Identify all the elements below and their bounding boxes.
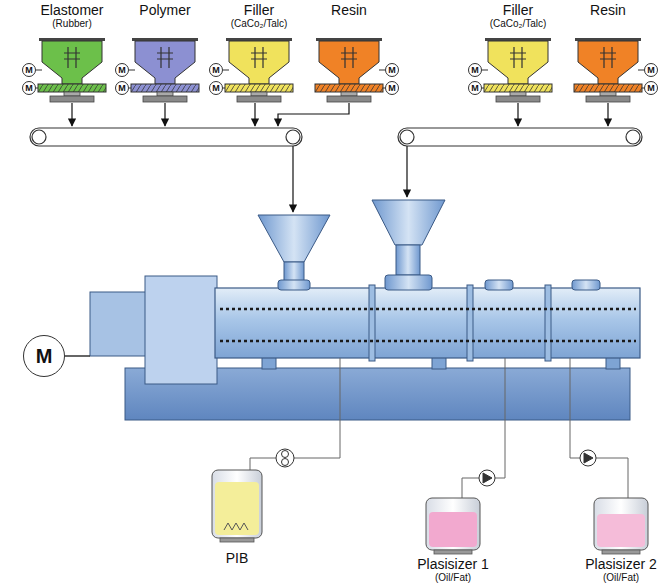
motor-symbol: M	[209, 63, 223, 77]
feeder-label: Filler(CaCo₂/Talc)	[476, 2, 560, 30]
feeder-label: Polymer	[123, 2, 207, 18]
material-name: Polymer	[123, 2, 207, 18]
motor-symbol: M	[23, 335, 65, 377]
motor-letter: M	[647, 84, 655, 93]
tank-label: Plasisizer 2(Oil/Fat)	[576, 498, 666, 584]
material-name: Resin	[307, 2, 391, 18]
material-name: Filler	[476, 2, 560, 18]
motor-symbol: M	[385, 63, 399, 77]
motor-letter: M	[388, 66, 396, 75]
feeder-label: Resin	[307, 2, 391, 18]
feeder-label: Resin	[566, 2, 650, 18]
motor-letter: M	[212, 66, 220, 75]
tank-label: PIB	[205, 470, 269, 566]
material-note: (CaCo₂/Talc)	[217, 18, 301, 30]
material-name: Plasisizer 2	[576, 556, 666, 572]
motor-letter: M	[388, 84, 396, 93]
motor-letter: M	[212, 84, 220, 93]
material-name: Plasisizer 1	[408, 556, 498, 572]
material-name: Filler	[217, 2, 301, 18]
material-note: (Oil/Fat)	[408, 572, 498, 584]
motor-symbol: M	[22, 81, 36, 95]
motor-letter: M	[118, 66, 126, 75]
motor-symbol: M	[644, 63, 658, 77]
motor-letter: M	[25, 84, 33, 93]
motor-symbol: M	[22, 63, 36, 77]
motor-letter: M	[25, 66, 33, 75]
motor-symbol: M	[115, 81, 129, 95]
feeder-label: Filler(CaCo₂/Talc)	[217, 2, 301, 30]
material-note: (CaCo₂/Talc)	[476, 18, 560, 30]
feeder-label: Elastomer(Rubber)	[30, 2, 114, 30]
motor-symbol: M	[468, 63, 482, 77]
motor-symbol: M	[644, 81, 658, 95]
motor-letter: M	[471, 84, 479, 93]
motor-letter: M	[647, 66, 655, 75]
motor-letter: M	[118, 84, 126, 93]
motor-letter: M	[36, 346, 53, 366]
motor-letter: M	[471, 66, 479, 75]
motor-symbol: M	[115, 63, 129, 77]
material-name: PIB	[205, 550, 269, 566]
material-note: (Rubber)	[30, 18, 114, 30]
material-name: Elastomer	[30, 2, 114, 18]
material-name: Resin	[566, 2, 650, 18]
material-note: (Oil/Fat)	[576, 572, 666, 584]
motor-symbol: M	[385, 81, 399, 95]
motor-symbol: M	[209, 81, 223, 95]
motor-symbol: M	[468, 81, 482, 95]
tank-label: Plasisizer 1(Oil/Fat)	[408, 498, 498, 584]
